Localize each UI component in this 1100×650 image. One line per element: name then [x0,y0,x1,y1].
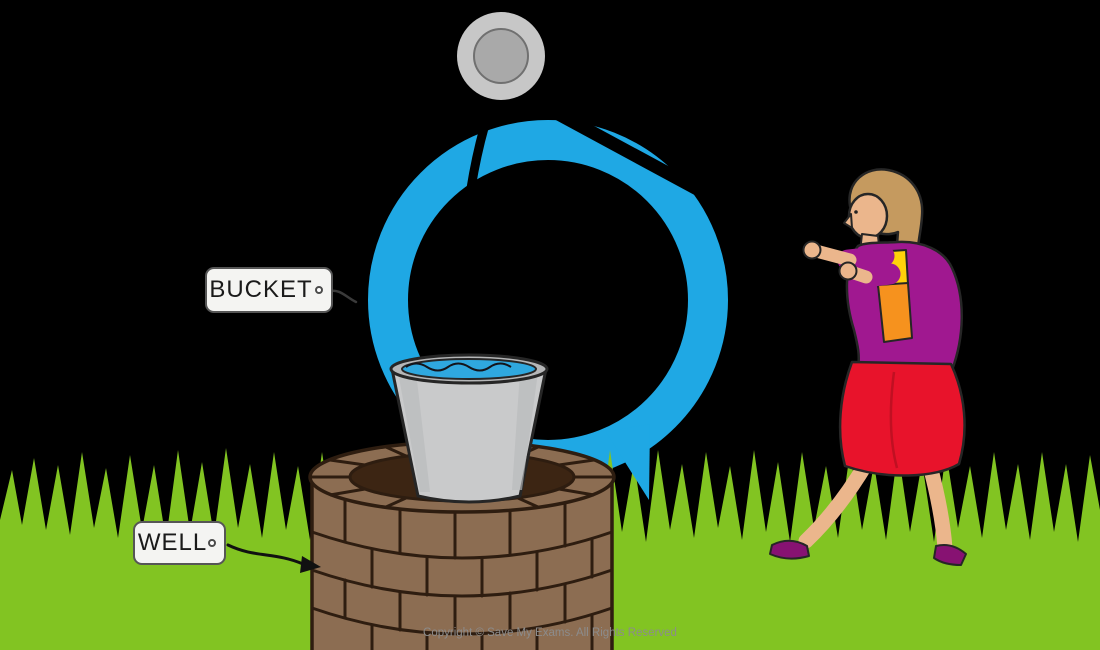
woman-skirt [838,360,966,477]
pulley-hub [473,28,529,84]
bucket-label-text: BUCKET [209,276,313,303]
bucket-shade-left [398,372,430,492]
bucket-label-tag: BUCKET [205,267,333,313]
woman-back-leg [922,458,953,556]
woman-front-shoe [769,539,810,560]
bucket-shade-right [512,372,538,490]
woman-nose [843,213,853,229]
woman-front-leg [798,456,874,549]
woman-forearm-upper [809,244,857,267]
bucket-body [390,367,548,504]
well-body [312,477,612,650]
cycle-arrow-tip [606,424,650,500]
copyright-text: Copyright © Save My Exams. All Rights Re… [423,627,677,639]
bucket-tag-string [328,289,358,304]
woman-shirt-orange [877,282,913,343]
well-mortar-lines [311,530,613,636]
well-tag-arrowhead [300,556,321,573]
woman-eye [854,210,858,214]
well-label-tag: WELL [133,521,226,565]
well-brick-joints [343,498,594,650]
bucket-water [401,358,537,380]
pulley [457,12,545,100]
woman-skirt-fold [889,371,899,469]
water-wave-line [405,362,512,372]
rope-to-woman [507,83,865,283]
well-tag-arrow-line [226,543,305,566]
woman-head [847,192,889,240]
bucket [389,353,549,504]
woman-hand-upper [802,240,822,260]
ropes [457,83,865,367]
woman-back-shoe [933,544,967,566]
bucket-tag-hole [315,286,323,294]
well-tag-hole [208,539,216,547]
woman [769,168,967,566]
well-label-text: WELL [137,529,208,556]
woman-hand-lower [838,261,858,281]
rope-to-bucket [457,91,499,367]
